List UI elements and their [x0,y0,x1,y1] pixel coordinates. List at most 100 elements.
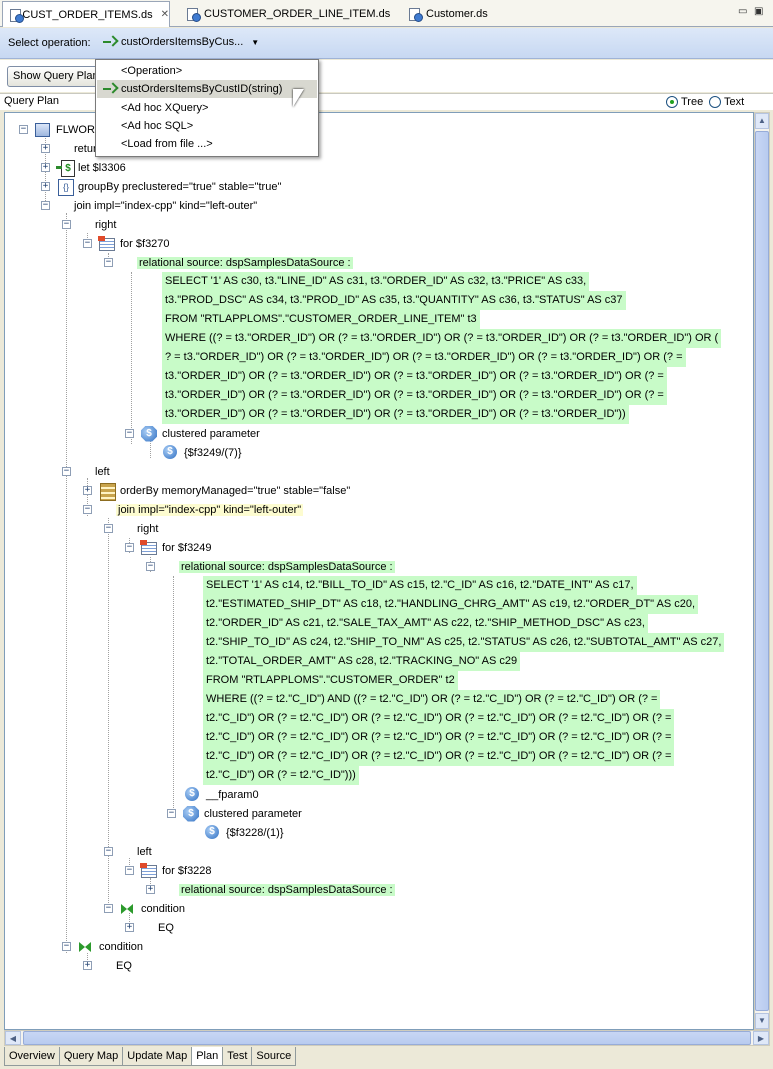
collapse-icon[interactable]: − [104,523,113,533]
tree-node-join[interactable]: − join impl="index-cpp" kind="left-outer… [83,500,304,519]
query-plan-tree[interactable]: − FLWOR + return + let $l3306 + groupBy … [4,112,754,1030]
parameter-icon [184,786,202,803]
collapse-icon[interactable]: − [125,865,134,875]
tree-node-orderby[interactable]: + orderBy memoryManaged="true" stable="f… [83,481,350,501]
chevron-down-icon[interactable]: ▼ [251,37,260,47]
show-query-plan-button[interactable]: Show Query Plan [7,66,99,87]
node-label: relational source: dspSamplesDataSource … [179,883,395,896]
text-view-radio[interactable]: Text [709,96,744,108]
tab-customer[interactable]: Customer.ds [402,2,510,26]
tree-node-left[interactable]: − left [62,462,110,481]
operation-select[interactable]: custOrdersItemsByCus... ▼ [103,36,259,48]
tree-node-parameter[interactable]: {$f3249/(7)} [162,443,242,462]
node-label: left [95,465,110,478]
expand-icon[interactable]: + [83,960,92,970]
for-table-icon [98,235,116,252]
tree-node-eq[interactable]: + EQ [83,956,132,975]
expand-icon[interactable]: + [146,884,155,894]
tree-node-for[interactable]: − for $f3249 [125,538,212,557]
node-label: clustered parameter [162,427,260,440]
collapse-icon[interactable]: − [41,200,50,210]
collapse-icon[interactable]: − [146,561,155,571]
tab-overview[interactable]: Overview [4,1047,60,1066]
tree-node-relational-source[interactable]: − relational source: dspSamplesDataSourc… [104,253,353,272]
tab-plan[interactable]: Plan [191,1047,224,1066]
tab-source[interactable]: Source [251,1047,297,1066]
collapse-icon[interactable]: − [62,466,71,476]
scroll-right-icon[interactable]: ▶ [753,1031,769,1045]
collapse-icon[interactable]: − [104,257,113,267]
tree-node-for[interactable]: − for $f3270 [83,234,170,253]
tab-query-map[interactable]: Query Map [58,1047,124,1066]
sql-line: SELECT '1' AS c14, t2."BILL_TO_ID" AS c1… [203,576,637,595]
tree-view-radio[interactable]: Tree [666,96,703,108]
sql-line: t3."ORDER_ID") OR (? = t3."ORDER_ID") OR… [162,405,629,424]
tree-node-groupby[interactable]: + groupBy preclustered="true" stable="tr… [41,177,281,196]
tree-node-eq[interactable]: + EQ [125,918,174,937]
tab-cust-order-items[interactable]: CUST_ORDER_ITEMS.ds ✕ [2,1,170,27]
expand-icon[interactable]: + [83,485,92,495]
query-plan-title: Query Plan [4,95,60,107]
menu-item-operation[interactable]: <Operation> [121,65,183,77]
collapse-icon[interactable]: − [104,903,113,913]
tree-node-for[interactable]: − for $f3228 [125,861,212,880]
expand-icon[interactable]: + [125,922,134,932]
tree-node-join[interactable]: − join impl="index-cpp" kind="left-outer… [41,196,257,215]
horizontal-scrollbar[interactable]: ◀ ▶ [4,1030,770,1046]
tree-node-right[interactable]: − right [62,215,116,234]
collapse-icon[interactable]: − [62,219,71,229]
collapse-icon[interactable]: − [83,238,92,248]
let-variable-icon [56,159,75,177]
tree-node-parameter[interactable]: {$f3228/(1)} [204,823,284,842]
collapse-icon[interactable]: − [104,846,113,856]
tree-node-condition[interactable]: − condition [62,937,143,956]
scroll-thumb[interactable] [23,1031,751,1045]
collapse-icon[interactable]: − [125,542,134,552]
sql-line: t2."SHIP_TO_ID" AS c24, t2."SHIP_TO_NM" … [203,633,725,652]
collapse-icon[interactable]: − [125,428,134,438]
menu-item-ad-hoc-sql[interactable]: <Ad hoc SQL> [121,120,194,132]
tree-node-right[interactable]: − right [104,519,158,538]
tab-test[interactable]: Test [222,1047,253,1066]
menu-item-ad-hoc-xquery[interactable]: <Ad hoc XQuery> [121,102,209,114]
collapse-icon[interactable]: − [83,504,92,514]
tab-label: Customer.ds [426,8,488,20]
node-label: EQ [116,959,132,972]
tree-node-clustered-parameter[interactable]: − clustered parameter [167,804,302,823]
tree-node-let[interactable]: + let $l3306 [41,158,126,177]
scroll-left-icon[interactable]: ◀ [5,1031,21,1045]
tree-node-clustered-parameter[interactable]: − clustered parameter [125,424,260,443]
tree-node-relational-source[interactable]: + relational source: dspSamplesDataSourc… [146,880,395,899]
tab-customer-order-line-item[interactable]: CUSTOMER_ORDER_LINE_ITEM.ds [180,2,396,26]
minimize-icon[interactable]: ▭ [738,6,748,17]
menu-item-load-from-file[interactable]: <Load from file ...> [121,138,213,150]
scroll-down-icon[interactable]: ▼ [755,1013,769,1029]
collapse-icon[interactable]: − [167,808,176,818]
tree-node-flwor[interactable]: − FLWOR [19,120,95,139]
expand-icon[interactable]: + [41,143,50,153]
tree-node-relational-source[interactable]: − relational source: dspSamplesDataSourc… [146,557,395,576]
scroll-up-icon[interactable]: ▲ [755,113,769,129]
collapse-icon[interactable]: − [62,941,71,951]
sql-line: WHERE ((? = t2."C_ID") AND ((? = t2."C_I… [203,690,661,709]
menu-item-cust-orders-items-by-cust-id[interactable]: custOrdersItemsByCustID(string) [97,80,317,98]
radio-unselected-icon [709,96,721,108]
collapse-icon[interactable]: − [19,124,28,134]
close-icon[interactable]: ✕ [160,9,169,20]
sql-line: ? = t3."ORDER_ID") OR (? = t3."ORDER_ID"… [162,348,686,367]
tab-label: CUST_ORDER_ITEMS.ds [22,8,153,21]
vertical-scrollbar[interactable]: ▲ ▼ [754,112,770,1030]
maximize-icon[interactable]: ▣ [754,6,764,17]
expand-icon[interactable]: + [41,181,50,191]
tab-update-map[interactable]: Update Map [122,1047,193,1066]
tree-node-return[interactable]: + return [41,139,103,158]
operation-bar: Select operation: custOrdersItemsByCus..… [0,28,773,59]
expand-icon[interactable]: + [41,162,50,172]
scroll-thumb[interactable] [755,131,769,1011]
node-label: join impl="index-cpp" kind="left-outer" [116,503,304,516]
tree-node-condition[interactable]: − condition [104,899,185,918]
condition-icon [119,901,137,917]
tree-node-fparam[interactable]: __fparam0 [184,785,259,804]
tree-node-left[interactable]: − left [104,842,152,861]
tree-connector [129,913,130,928]
